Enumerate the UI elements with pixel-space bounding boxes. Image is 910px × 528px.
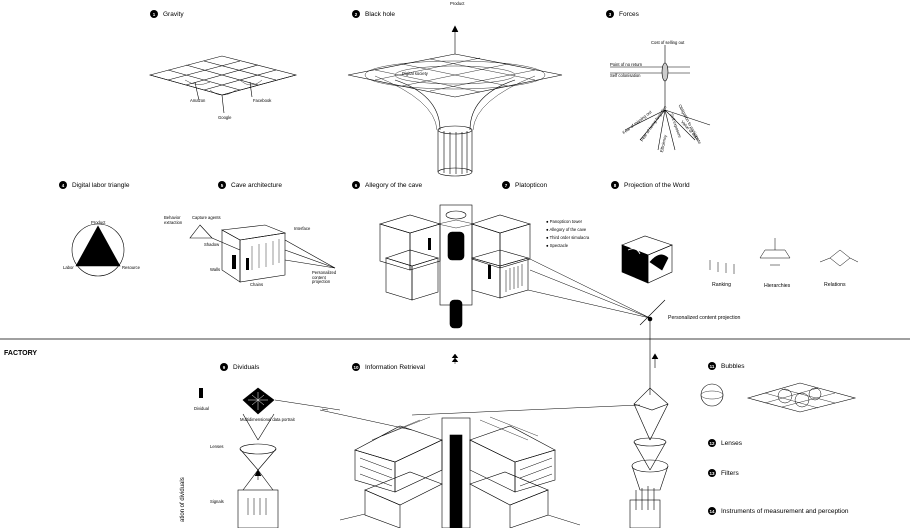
cave-architecture [189,224,336,283]
forces-label-cost: Cost of selling out [651,40,685,45]
center-label-projection: Personalized content projection [668,315,741,321]
dividuals-label-signals: Signals [210,499,224,504]
platopticon-legend-3: ● Spectacle [546,243,569,248]
cave-label-chains: Chains [250,282,264,287]
forces-label-point: Point of no return [610,62,643,67]
black-hole-funnel [347,25,563,177]
gravity-label-google: Google [218,115,232,120]
blackhole-label-product: Product [450,1,465,6]
platopticon-legend-1: ● Allegory of the cave [546,227,587,232]
platopticon-block [378,204,651,329]
cave-label-walls: Walls [210,267,221,272]
gravity-grid [148,55,298,114]
triangle-label-labor: Labor [63,265,74,270]
hierarchy-figures [709,238,859,274]
projection-label-hierarchies: Hierarchies [764,283,791,289]
cave-label-capture: Capture agents [192,215,221,220]
cave-label-behavior: Behavior extraction [164,215,183,225]
bubbles-diagram [700,382,857,413]
gravity-label-facebook: Facebook [253,98,272,103]
dividuals-side-label: ation of dividuals [180,477,186,522]
world-cube [621,235,673,284]
blackhole-label-event: Digital society [402,71,428,76]
cave-label-shadow: Shadow [204,242,220,247]
cave-label-personalized: Personalized content projection [312,270,337,285]
forces-label-self: Self colonisation [610,73,641,78]
information-retrieval-building [339,353,581,528]
projection-node [639,299,666,395]
platopticon-legend-2: ● Third order simulacra [546,235,590,240]
dividuals-label-lenses: Lenses [210,444,224,449]
dividuals-label-multidim: Multidimensional data portrait [240,417,295,422]
factory-label: FACTORY [4,350,38,357]
projection-label-ranking: Ranking [712,282,732,288]
lens-filter-stack [319,387,669,528]
triangle-label-resource: Resource [122,265,140,270]
projection-label-relations: Relations [824,282,846,288]
platopticon-legend-0: ● Panopticon tower [546,219,583,224]
forces-diagram [610,45,711,151]
cave-label-interface: Interface [294,226,311,231]
triangle-label-product: Product [91,220,106,225]
dividuals-label-dividual: Dividual [194,406,209,411]
labor-triangle [71,223,125,277]
dividuals-stack [199,387,341,528]
gravity-label-amazon: Amazon [190,98,206,103]
